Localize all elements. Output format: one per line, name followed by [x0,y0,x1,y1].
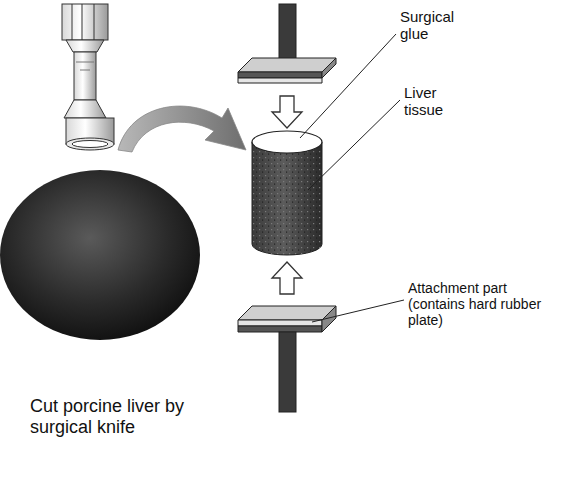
transfer-arrow [118,106,246,152]
part-label: Liver tissue [404,84,464,119]
leader-line [300,34,404,322]
liver-tissue-cylinder [252,131,322,255]
caption-label: Cut porcine liver by surgical knife [30,396,250,437]
part-label: Surgical glue [400,8,466,43]
surgical-glue-layer [252,131,322,153]
punch-tool [62,4,114,150]
up-arrow [272,262,302,294]
bottom-attachment-part [238,306,336,412]
top-attachment-part [238,4,336,83]
down-arrow [272,96,302,128]
porcine-liver [0,170,200,340]
part-label: Attachment part (contains hard rubber pl… [408,280,548,328]
